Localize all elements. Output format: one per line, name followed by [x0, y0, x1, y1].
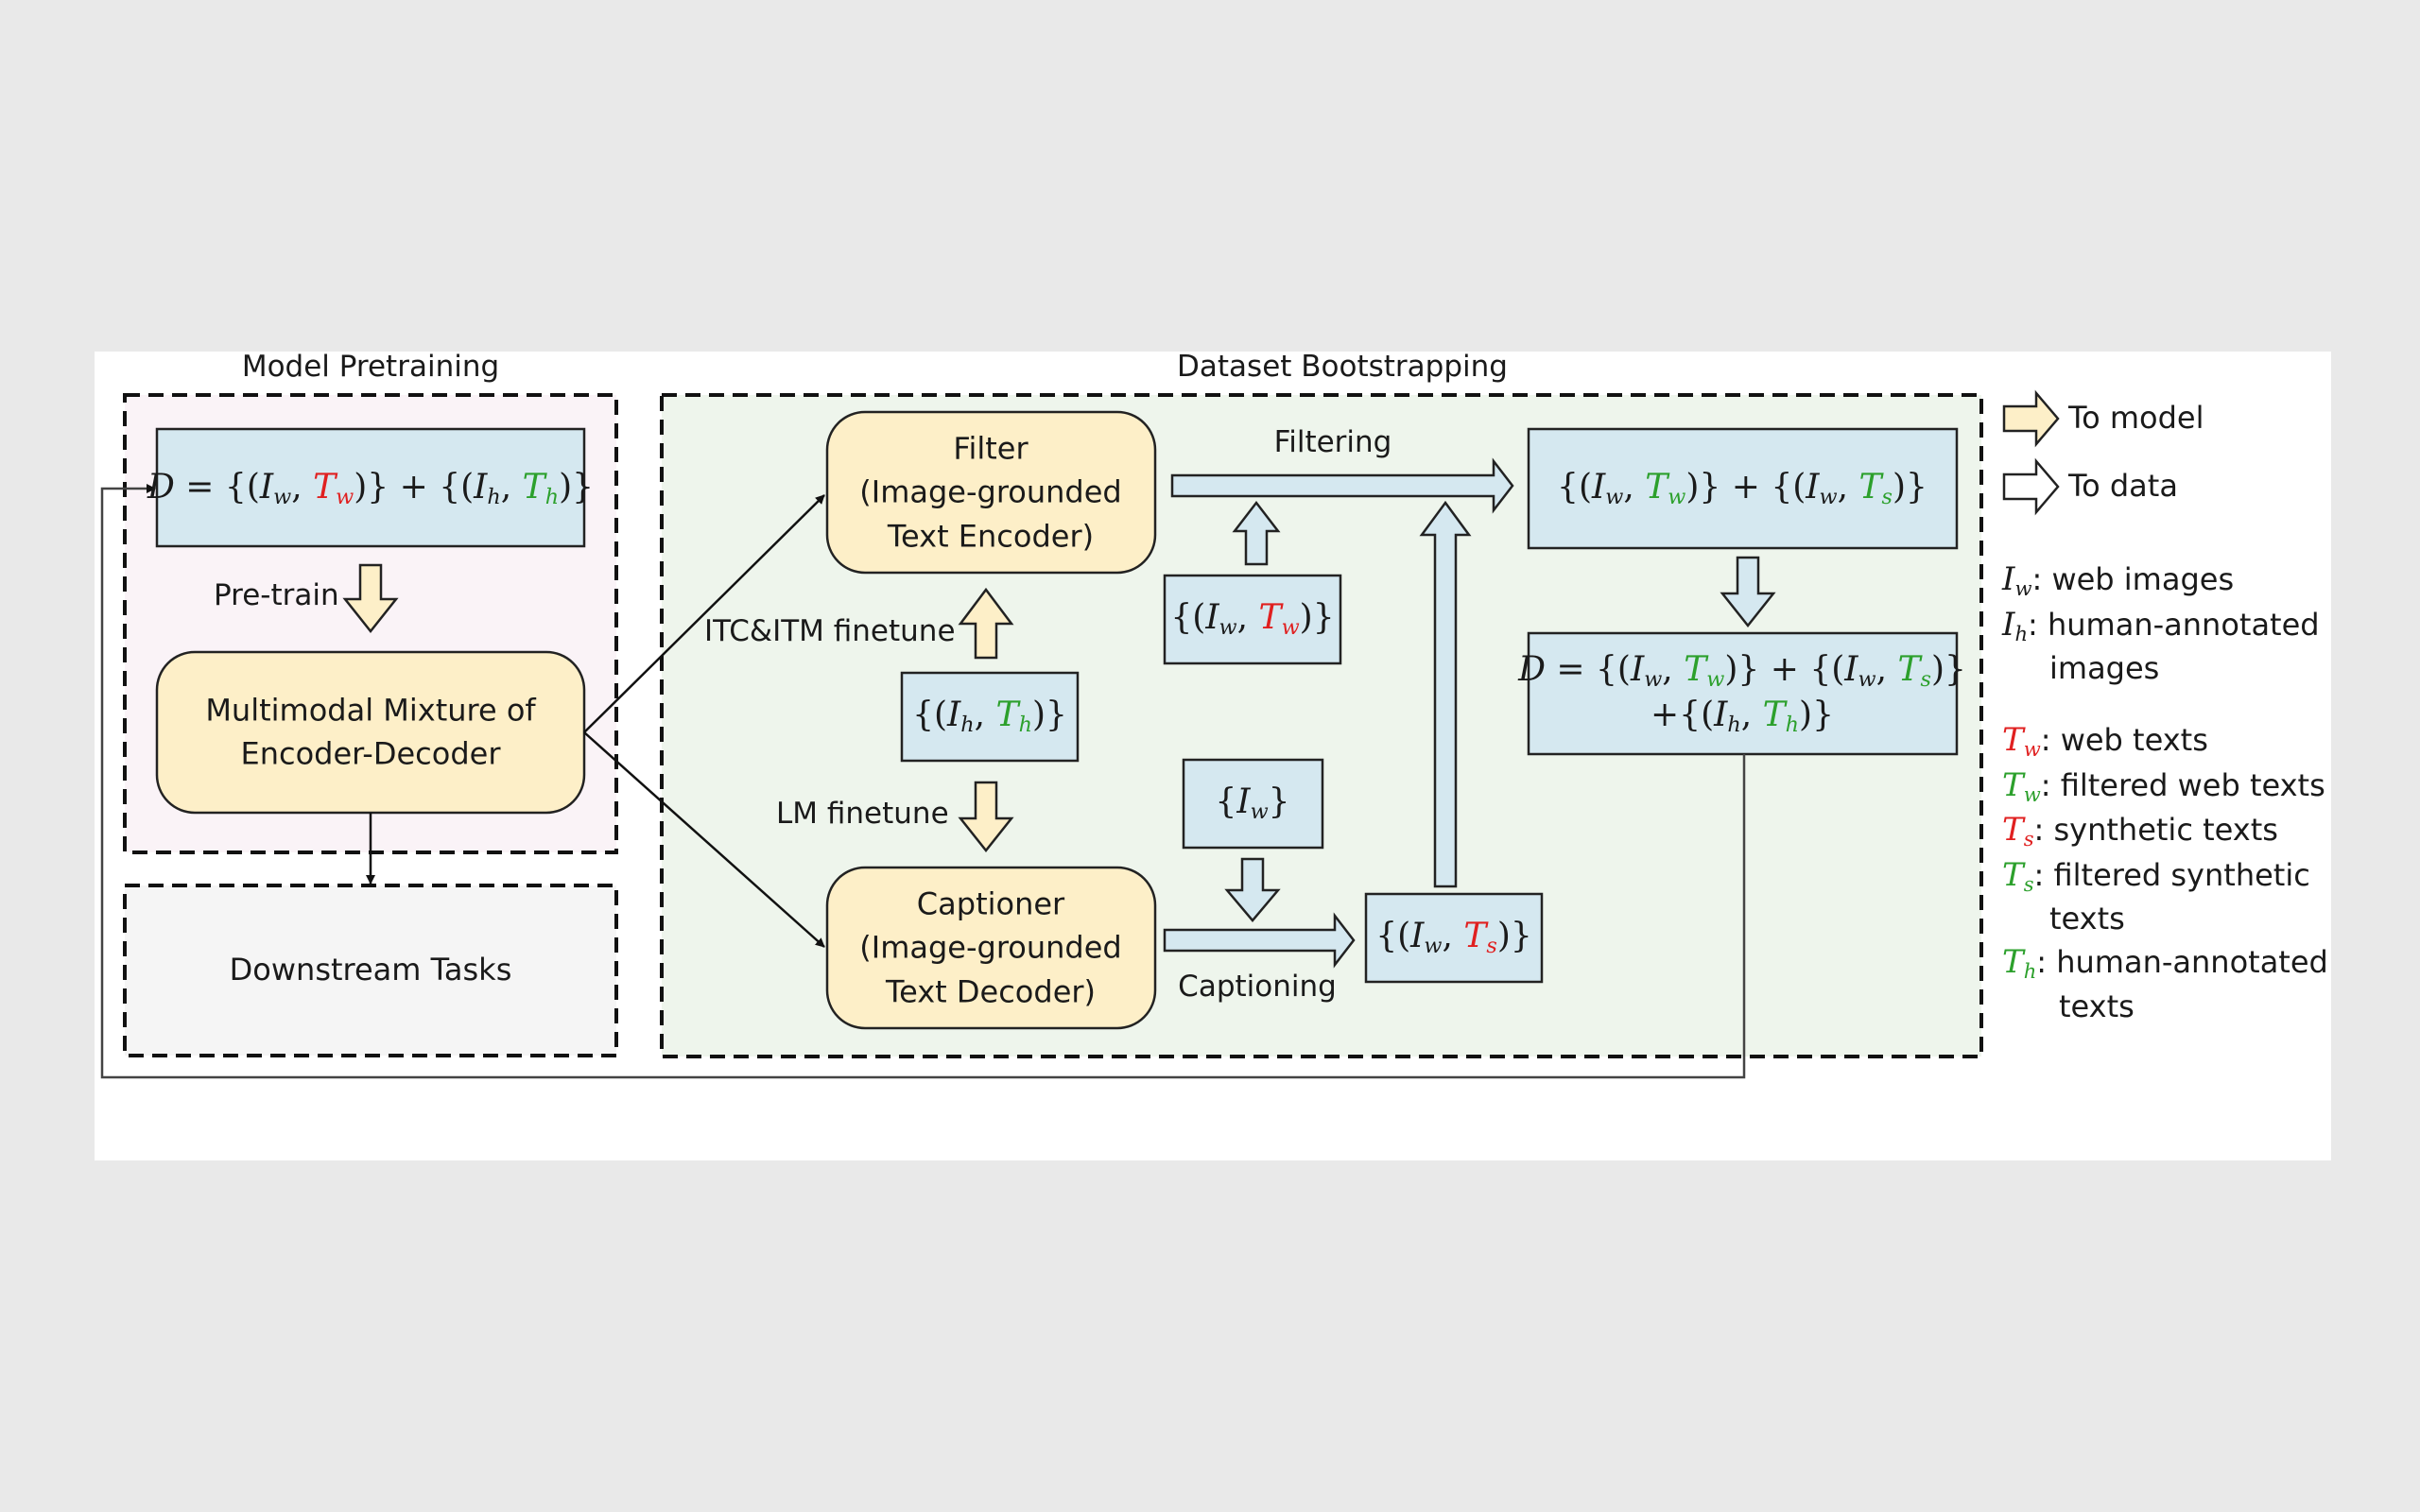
filtering-label: Filtering	[1273, 425, 1392, 459]
merge-down-arrow	[1720, 556, 1776, 628]
captioner-box	[825, 866, 1157, 1030]
legend-variables: Iw: web images Ih: human-annotated image…	[2002, 558, 2328, 1028]
bootstrapping-title: Dataset Bootstrapping	[1177, 350, 1508, 384]
legend-tw: Tw: web texts	[2002, 720, 2208, 761]
legend-to-data: To data	[2068, 468, 2178, 504]
legend-to-model: To model	[2068, 400, 2204, 436]
legend-ts: Ts: synthetic texts	[2002, 811, 2278, 851]
pretrain-label: Pre-train	[214, 578, 339, 612]
itc-itm-arrow	[958, 587, 1014, 660]
downstream-frame	[123, 884, 618, 1057]
web-pairs-box	[1163, 574, 1342, 665]
init-captioner-arrow	[583, 731, 825, 948]
filtered-data-box	[1527, 427, 1959, 550]
feedback-line	[100, 484, 1746, 1079]
captioner-label: Captioner (Image-grounded Text Decoder)	[859, 885, 1122, 1010]
downstream-label: Downstream Tasks	[229, 951, 512, 988]
legend-ih: Ih: human-annotated	[2002, 605, 2320, 645]
captioning-arrow	[1163, 912, 1356, 969]
synthetic-up-arrow	[1419, 500, 1472, 888]
legend-th: Th: human-annotated	[2002, 943, 2328, 984]
human-pairs-formula: {(Ih, Th)}	[912, 696, 1067, 738]
legend-ih-cont: images	[2049, 650, 2160, 687]
legend-tw-filtered: Tw: filtered web texts	[2002, 765, 2325, 806]
lm-finetune-arrow	[958, 781, 1014, 853]
web-pairs-formula: {(Iw, Tw)}	[1170, 598, 1335, 641]
legend-ts-cont: texts	[2049, 901, 2125, 937]
legend-iw: Iw: web images	[2002, 560, 2235, 600]
init-filter-arrow	[583, 494, 825, 733]
filter-box	[825, 410, 1157, 575]
dataset-box	[155, 427, 586, 548]
itc-itm-label: ITC&ITM finetune	[704, 614, 956, 648]
filter-label: Filter (Image-grounded Text Encoder)	[859, 430, 1122, 555]
human-pairs-box	[900, 671, 1080, 763]
bootstrapped-dataset-formula: D = {(Iw, Tw)} + {(Iw, Ts)}+{(Ih, Th)}	[1518, 649, 1966, 738]
dataset-formula: D = {(Iw, Tw)} + {(Ih, Th)}	[147, 468, 595, 510]
web-pairs-up-arrow	[1232, 500, 1281, 566]
pretrain-arrow	[342, 563, 399, 634]
web-images-formula: {Iw}	[1215, 782, 1290, 825]
pretraining-title: Model Pretraining	[241, 350, 500, 384]
synthetic-pairs-box	[1364, 892, 1544, 984]
legend-yellow-arrow	[2002, 389, 2060, 448]
filtered-data-formula: {(Iw, Tw)} + {(Iw, Ts)}	[1557, 468, 1927, 510]
images-down-arrow	[1224, 857, 1281, 922]
lm-finetune-label: LM finetune	[776, 797, 949, 831]
filtering-arrow	[1170, 457, 1514, 514]
captioning-label: Captioning	[1178, 970, 1337, 1004]
bootstrapped-dataset-box	[1527, 631, 1959, 756]
legend-blue-arrow	[2002, 457, 2060, 516]
mixture-model-label: Multimodal Mixture of Encoder-Decoder	[205, 692, 536, 772]
legend-th-cont: texts	[2059, 988, 2135, 1024]
web-images-box	[1182, 758, 1324, 850]
synthetic-pairs-formula: {(Iw, Ts)}	[1375, 917, 1532, 959]
legend-ts-filtered: Ts: filtered synthetic	[2002, 855, 2310, 896]
